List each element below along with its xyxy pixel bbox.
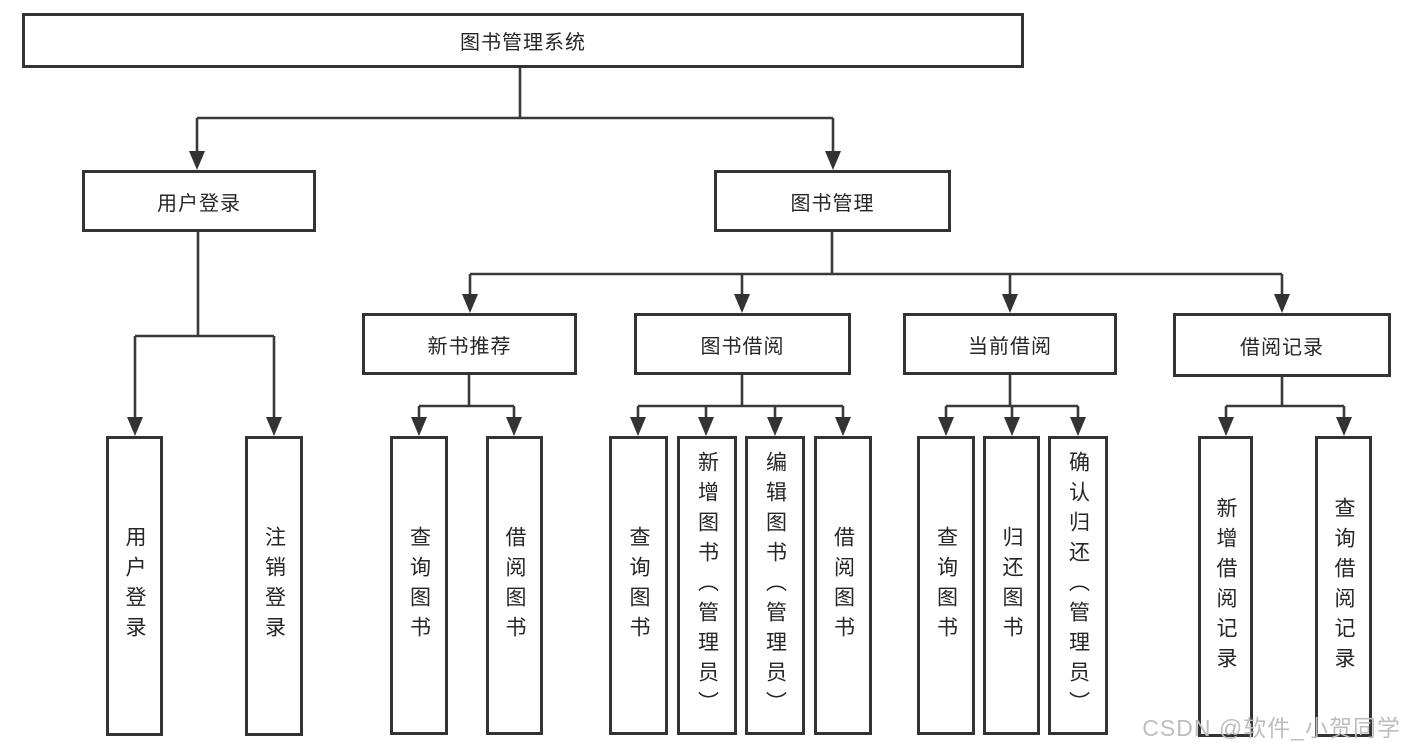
leaf-borrow-books: 借阅图书	[814, 436, 872, 735]
node-book-management: 图书管理	[714, 170, 951, 232]
leaf-query-books-borrowing: 查询图书	[609, 436, 668, 735]
node-book-borrowing: 图书借阅	[634, 313, 851, 375]
node-new-book-recommendation: 新书推荐	[362, 313, 577, 375]
node-label: 新增借阅记录	[1214, 496, 1237, 677]
leaf-query-borrow-record: 查询借阅记录	[1315, 436, 1372, 737]
leaf-logout: 注销登录	[245, 436, 303, 736]
node-label: 用户登录	[157, 192, 241, 215]
leaf-return-books: 归还图书	[983, 436, 1040, 735]
node-label: 归还图书	[1000, 525, 1023, 646]
node-label: 新书推荐	[427, 335, 512, 358]
leaf-borrow-books-recommend: 借阅图书	[486, 436, 543, 735]
arrowhead-icons	[127, 151, 1352, 436]
leaf-edit-books-admin: 编辑图书（管理员）	[745, 436, 805, 735]
node-library-management-system: 图书管理系统	[22, 13, 1024, 68]
leaf-confirm-return-admin: 确认归还（管理员）	[1048, 436, 1108, 735]
node-label: 注销登录	[262, 526, 286, 646]
node-label: 借阅记录	[1240, 336, 1324, 359]
node-current-borrowing: 当前借阅	[903, 313, 1117, 375]
node-label: 借阅图书	[831, 525, 855, 646]
node-label: 借阅图书	[503, 525, 526, 646]
node-label: 查询借阅记录	[1332, 496, 1355, 677]
node-label: 编辑图书（管理员）	[763, 450, 787, 721]
node-label: 图书管理	[790, 192, 875, 215]
node-label: 用户登录	[123, 526, 146, 646]
leaf-user-login: 用户登录	[106, 436, 163, 736]
leaf-add-borrow-record: 新增借阅记录	[1198, 436, 1253, 737]
node-label: 查询图书	[627, 525, 650, 646]
node-label: 新增图书（管理员）	[695, 450, 719, 721]
node-label: 图书借阅	[700, 335, 785, 358]
node-label: 图书管理系统	[460, 32, 586, 54]
node-label: 查询图书	[407, 525, 431, 646]
node-label: 查询图书	[934, 525, 958, 646]
leaf-query-books-current: 查询图书	[917, 436, 975, 735]
node-label: 当前借阅	[968, 335, 1052, 358]
node-borrowing-records: 借阅记录	[1173, 313, 1391, 377]
leaf-query-books-recommend: 查询图书	[390, 436, 448, 735]
leaf-add-books-admin: 新增图书（管理员）	[677, 436, 737, 735]
node-label: 确认归还（管理员）	[1066, 450, 1090, 721]
node-user-login: 用户登录	[82, 170, 316, 232]
